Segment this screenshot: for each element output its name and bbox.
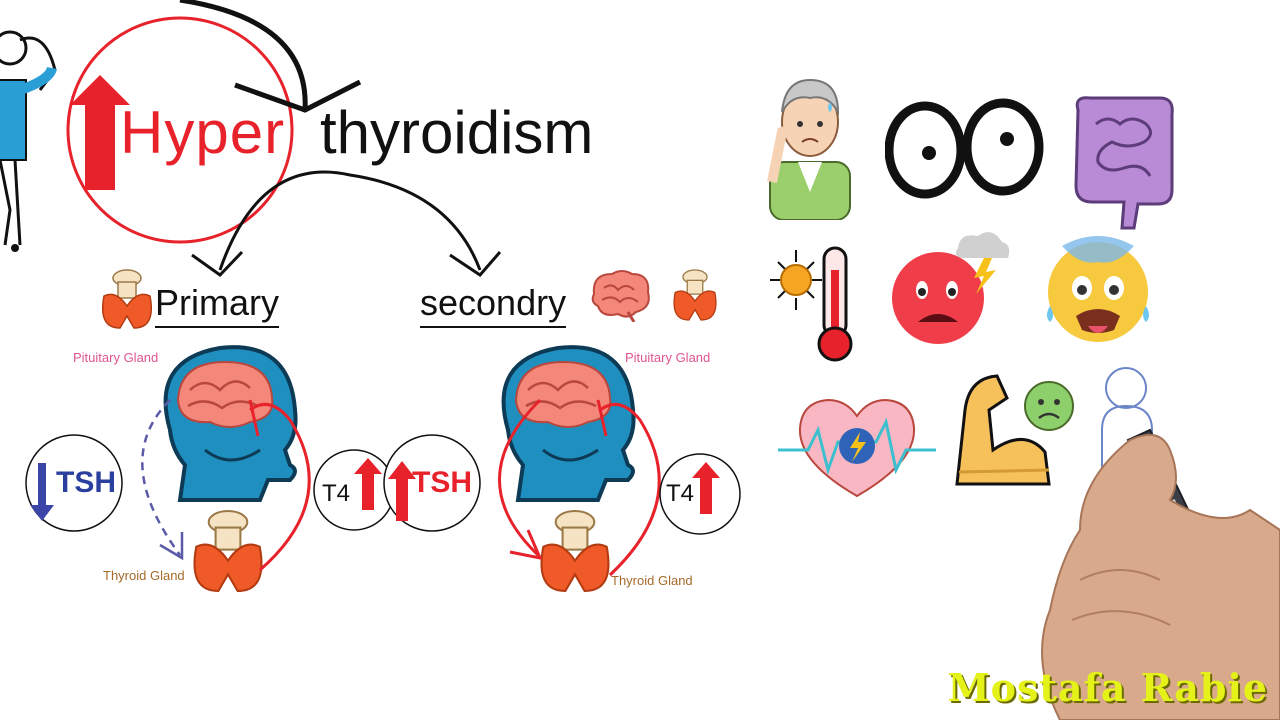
thyroid-gland-left (193, 509, 263, 593)
primary-label: Primary (155, 282, 279, 328)
wide-eyes-icon (885, 98, 1044, 199)
anxious-face-icon (1047, 236, 1149, 342)
sketch-person-icon (1101, 367, 1153, 471)
tsh-left-label: TSH (56, 466, 116, 499)
t4-right-label: T4 (666, 480, 695, 507)
title-thyroidism: thyroidism (320, 99, 594, 166)
thyroid-icon-small (673, 269, 717, 321)
branch-arrows (191, 170, 502, 277)
tsh-right-circle (383, 434, 481, 532)
intestine-icon (1074, 96, 1174, 230)
thyroid-gland-right (540, 509, 610, 593)
brain-icon (591, 270, 650, 322)
title-hyper: Hyper (120, 99, 286, 166)
stick-figure-icon (0, 30, 57, 252)
head-brain-right (501, 345, 636, 502)
tsh-left-circle (25, 434, 123, 532)
elderly-sweating-icon (767, 78, 851, 220)
t4-left-circle (313, 449, 395, 531)
angry-face-icon (892, 232, 1010, 344)
pituitary-label-left: Pituitary Gland (73, 350, 159, 365)
tsh-right-label: TSH (412, 466, 472, 499)
secondary-label: secondry (420, 282, 567, 328)
feedback-arrows-right (498, 398, 661, 577)
big-red-arrow-curve (66, 0, 362, 244)
feedback-arrows-left (141, 399, 311, 572)
weak-muscle-icon (955, 374, 1074, 486)
heat-thermometer-icon (770, 246, 853, 362)
drawing-hand-icon (1041, 428, 1280, 720)
thyroid-label-right: Thyroid Gland (611, 573, 693, 588)
head-brain-left (163, 345, 298, 502)
thyroid-label-left: Thyroid Gland (103, 568, 185, 583)
t4-right-circle (659, 453, 741, 535)
heart-palpitation-icon (778, 398, 936, 498)
author-watermark: Mostafa Rabie (947, 665, 1268, 710)
pituitary-label-right: Pituitary Gland (625, 350, 711, 365)
t4-left-label: T4 (322, 480, 351, 507)
thyroid-icon (102, 269, 152, 329)
